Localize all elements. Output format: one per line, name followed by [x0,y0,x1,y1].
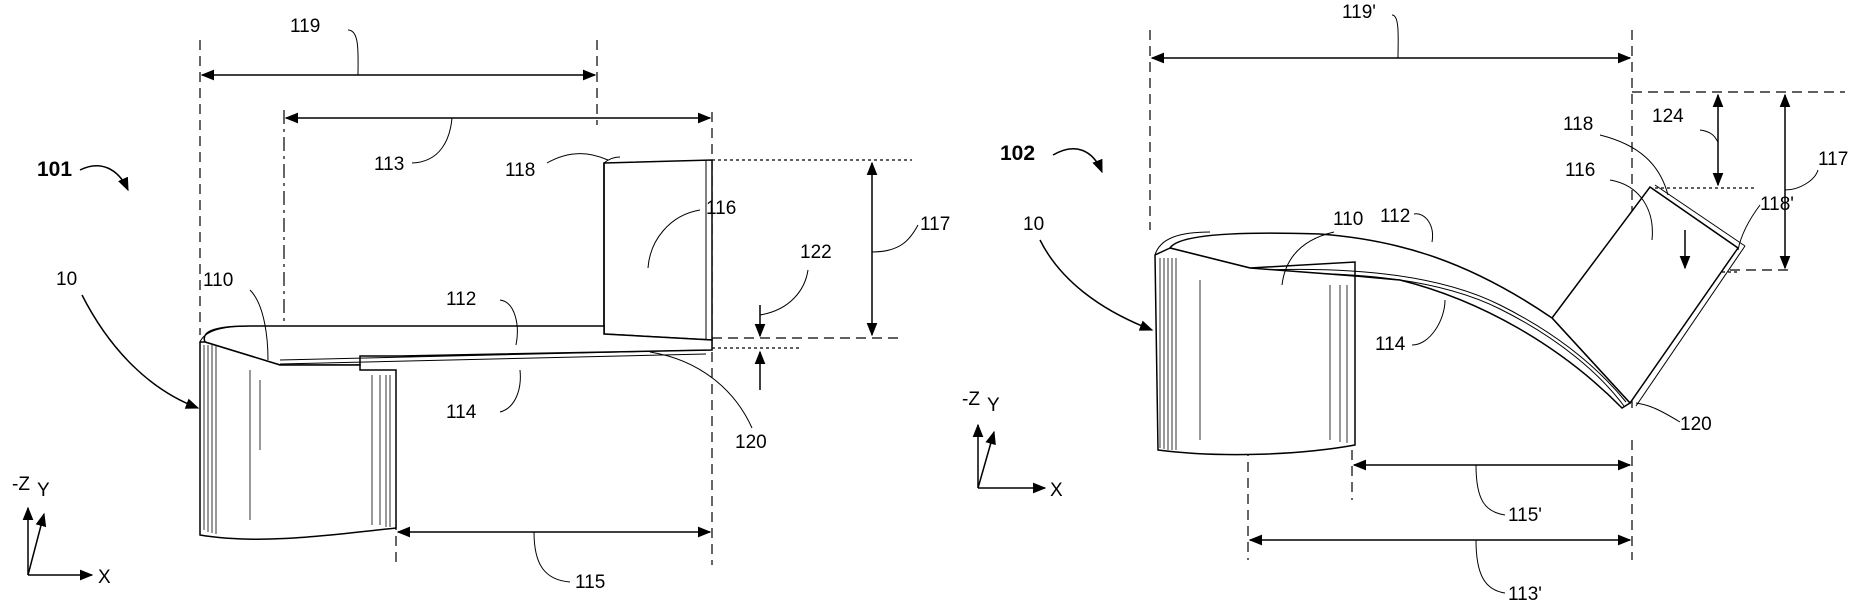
leader-124 [1700,130,1718,142]
axis-z-label-102: -Z [962,389,980,410]
cylinder-110-fig102 [1155,248,1355,455]
leader-117-fig102 [1785,170,1818,190]
axis-x-label: X [98,567,111,588]
figure-101-number: 101 [37,158,72,181]
ref-10: 10 [56,269,77,290]
leader-114 [500,370,520,412]
ref-113: 113 [374,154,404,175]
ref-120: 120 [735,432,767,453]
ref-10-fig102: 10 [1023,214,1044,235]
leader-115 [534,532,570,582]
figure-101: 101 119 [12,16,950,593]
ref-118: 118 [505,160,535,181]
figure-102-number: 102 [1000,142,1035,165]
ref-113p: 113' [1508,584,1542,605]
cylinder-110 [200,342,396,539]
ref-114: 114 [446,402,477,423]
ref-119p: 119' [1342,2,1376,23]
leader-122 [760,270,808,315]
figure-101-pointer [80,166,128,190]
plate-116 [604,160,712,340]
ref-118-fig102: 118 [1563,114,1593,135]
ref-115p: 115' [1508,505,1542,526]
axes-102: -Z Y X [962,389,1063,501]
leader-115p [1476,465,1505,515]
leader-120-fig102 [1636,403,1680,422]
ref-122: 122 [800,242,832,263]
ref-120-fig102: 120 [1680,414,1712,435]
ref-117: 117 [920,214,950,235]
figure-102-pointer [1053,149,1102,172]
ref-119: 119 [290,16,320,37]
leader-112-fig102 [1414,214,1433,242]
axis-x-label-102: X [1050,480,1063,501]
ref-116: 116 [706,198,736,219]
leader-118 [547,154,608,163]
ref-112-fig102: 112 [1380,206,1410,227]
figure-102: 102 119' [962,2,1848,605]
axis-z-label: -Z [12,474,30,495]
ref-112: 112 [446,289,476,310]
leader-10-fig102 [1040,240,1152,330]
axis-y-arrow-102 [978,432,994,488]
leader-10 [82,295,198,408]
ref-124: 124 [1652,106,1684,127]
leader-120 [650,352,752,428]
ref-117-fig102: 117 [1818,149,1848,170]
axis-y-label-102: Y [987,395,1000,416]
ref-110: 110 [203,270,233,291]
ref-110-fig102: 110 [1333,209,1363,230]
leader-117 [872,225,918,252]
leader-118-fig102 [1600,135,1668,195]
ref-115: 115 [575,572,605,593]
leader-113p [1476,540,1505,593]
leader-114-fig102 [1412,300,1445,345]
leader-119 [348,30,358,75]
axis-y-label: Y [37,480,50,501]
leader-119p [1392,15,1398,58]
leader-113 [412,118,452,163]
ref-114-fig102: 114 [1375,334,1406,355]
axis-y-arrow [28,514,44,575]
ref-116-fig102: 116 [1565,160,1595,181]
ref-118p: 118' [1760,194,1794,215]
axes-101: -Z Y X [12,474,111,588]
